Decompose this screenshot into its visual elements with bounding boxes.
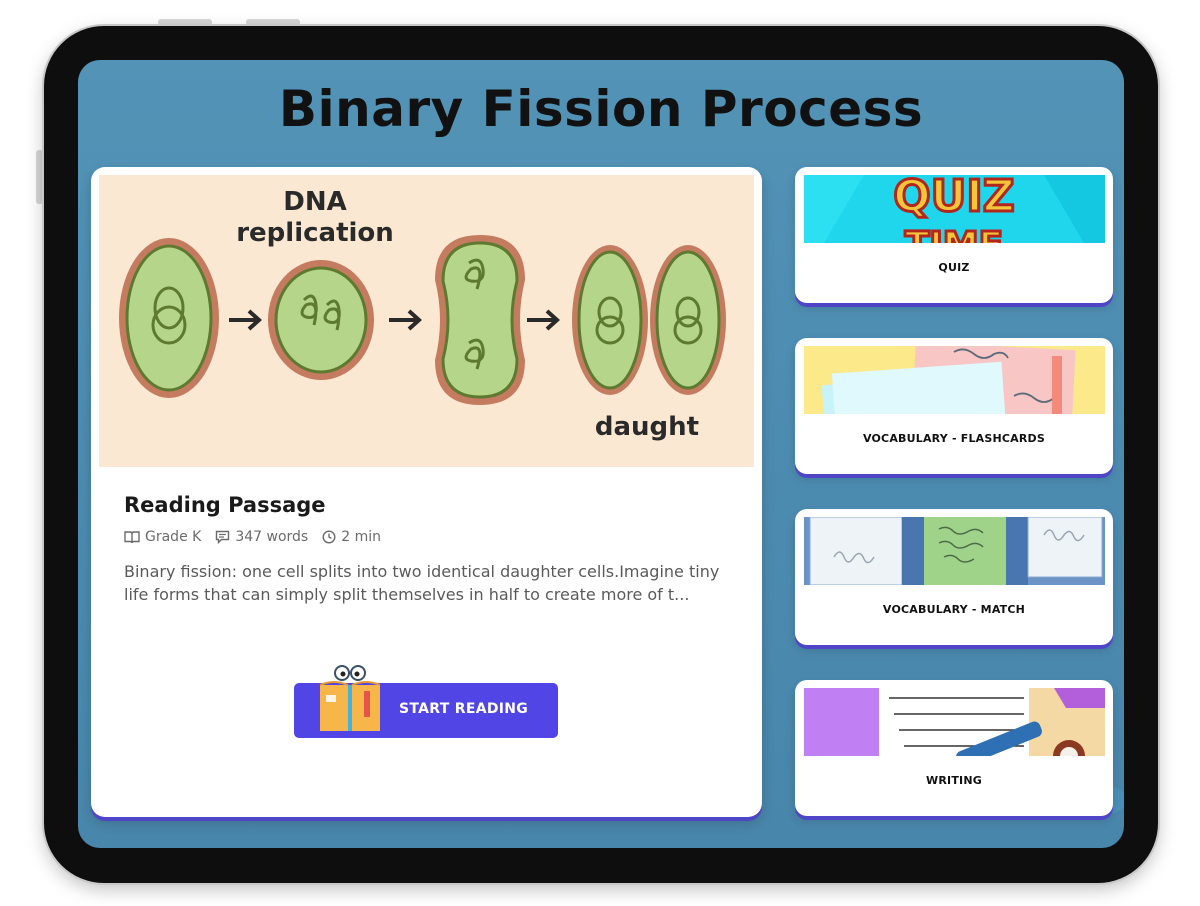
grade-meta: Grade K	[124, 529, 201, 545]
activity-card-quiz[interactable]: QUIZ TIME QUIZ	[795, 167, 1113, 303]
activity-label-match: VOCABULARY - MATCH	[882, 603, 1026, 616]
start-reading-button[interactable]: START READING	[294, 665, 558, 738]
book-icon	[124, 531, 140, 544]
arrow-icon	[527, 309, 560, 331]
activity-label-flashcards: VOCABULARY - FLASHCARDS	[862, 432, 1046, 445]
volume-up-button	[158, 19, 212, 26]
words-icon	[216, 530, 230, 544]
dna-label-line1: DNA	[283, 187, 346, 217]
flashcards-thumbnail	[804, 346, 1105, 414]
arrow-icon	[389, 309, 422, 331]
arrow-icon	[229, 309, 262, 331]
quiz-thumbnail: QUIZ TIME	[804, 175, 1105, 243]
activity-label-writing: WRITING	[926, 774, 982, 787]
activity-label-quiz: QUIZ	[938, 261, 970, 274]
daughter-cell-left	[572, 245, 648, 395]
reading-passage-card[interactable]: DNA replication daught	[91, 167, 762, 817]
power-button	[36, 150, 43, 204]
dna-label-line2: replication	[236, 218, 394, 248]
quiz-thumb-text: QUIZ	[893, 175, 1014, 222]
passage-meta: Grade K 347 words 2 min	[124, 529, 381, 545]
volume-down-button	[246, 19, 300, 26]
binary-fission-illustration: DNA replication daught	[99, 175, 754, 467]
activity-card-match[interactable]: VOCABULARY - MATCH	[795, 509, 1113, 645]
daughter-label: daught	[595, 412, 699, 442]
cell-stage-1	[119, 238, 219, 398]
grade-text: Grade K	[145, 529, 202, 545]
clock-icon	[322, 530, 336, 544]
read-time-text: 2 min	[341, 529, 381, 545]
time-thumb-text: TIME	[905, 225, 1003, 243]
reading-book-mascot-icon	[319, 665, 381, 731]
activity-card-writing[interactable]: WRITING	[795, 680, 1113, 816]
words-meta: 347 words	[215, 529, 308, 545]
page-title: Binary Fission Process	[278, 80, 924, 138]
time-meta: 2 min	[322, 529, 381, 545]
match-thumbnail	[804, 517, 1105, 585]
cell-stage-2	[268, 260, 374, 380]
writing-thumbnail	[804, 688, 1105, 756]
reading-passage-title: Reading Passage	[124, 493, 326, 517]
word-count-text: 347 words	[235, 529, 309, 545]
start-reading-label: START READING	[399, 701, 529, 717]
app-screen: Binary Fission Process DNA replication d…	[78, 60, 1124, 848]
cell-stage-3	[435, 235, 525, 405]
daughter-cell-right	[650, 245, 726, 395]
activity-card-flashcards[interactable]: VOCABULARY - FLASHCARDS	[795, 338, 1113, 474]
passage-excerpt: Binary fission: one cell splits into two…	[124, 562, 720, 604]
